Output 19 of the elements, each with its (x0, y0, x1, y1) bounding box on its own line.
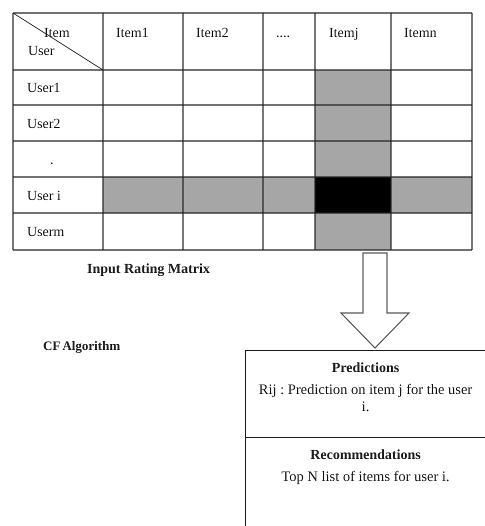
row-header: User1 (27, 81, 60, 97)
row-header: User (28, 44, 54, 60)
section-heading: Predictions (332, 361, 400, 377)
column-header: Item (44, 26, 70, 42)
row-header: Userm (27, 225, 64, 241)
section-text: Top N list of items for user i. (280, 469, 451, 486)
column-header: Itemn (404, 26, 437, 42)
algorithm-label: CF Algorithm (43, 338, 120, 354)
column-header: .... (276, 26, 290, 42)
section-text: Rij : Prediction on item j for the user i. (258, 382, 474, 416)
matrix-caption: Input Rating Matrix (87, 262, 210, 278)
section-heading: Recommendations (310, 448, 421, 464)
block-arrow (340, 252, 410, 349)
row-header: User i (27, 189, 61, 205)
column-header: Item1 (116, 26, 149, 42)
column-header: Item2 (196, 26, 229, 42)
row-header: . (50, 153, 54, 169)
column-header: Itemj (329, 26, 359, 42)
row-header: User2 (27, 117, 60, 133)
